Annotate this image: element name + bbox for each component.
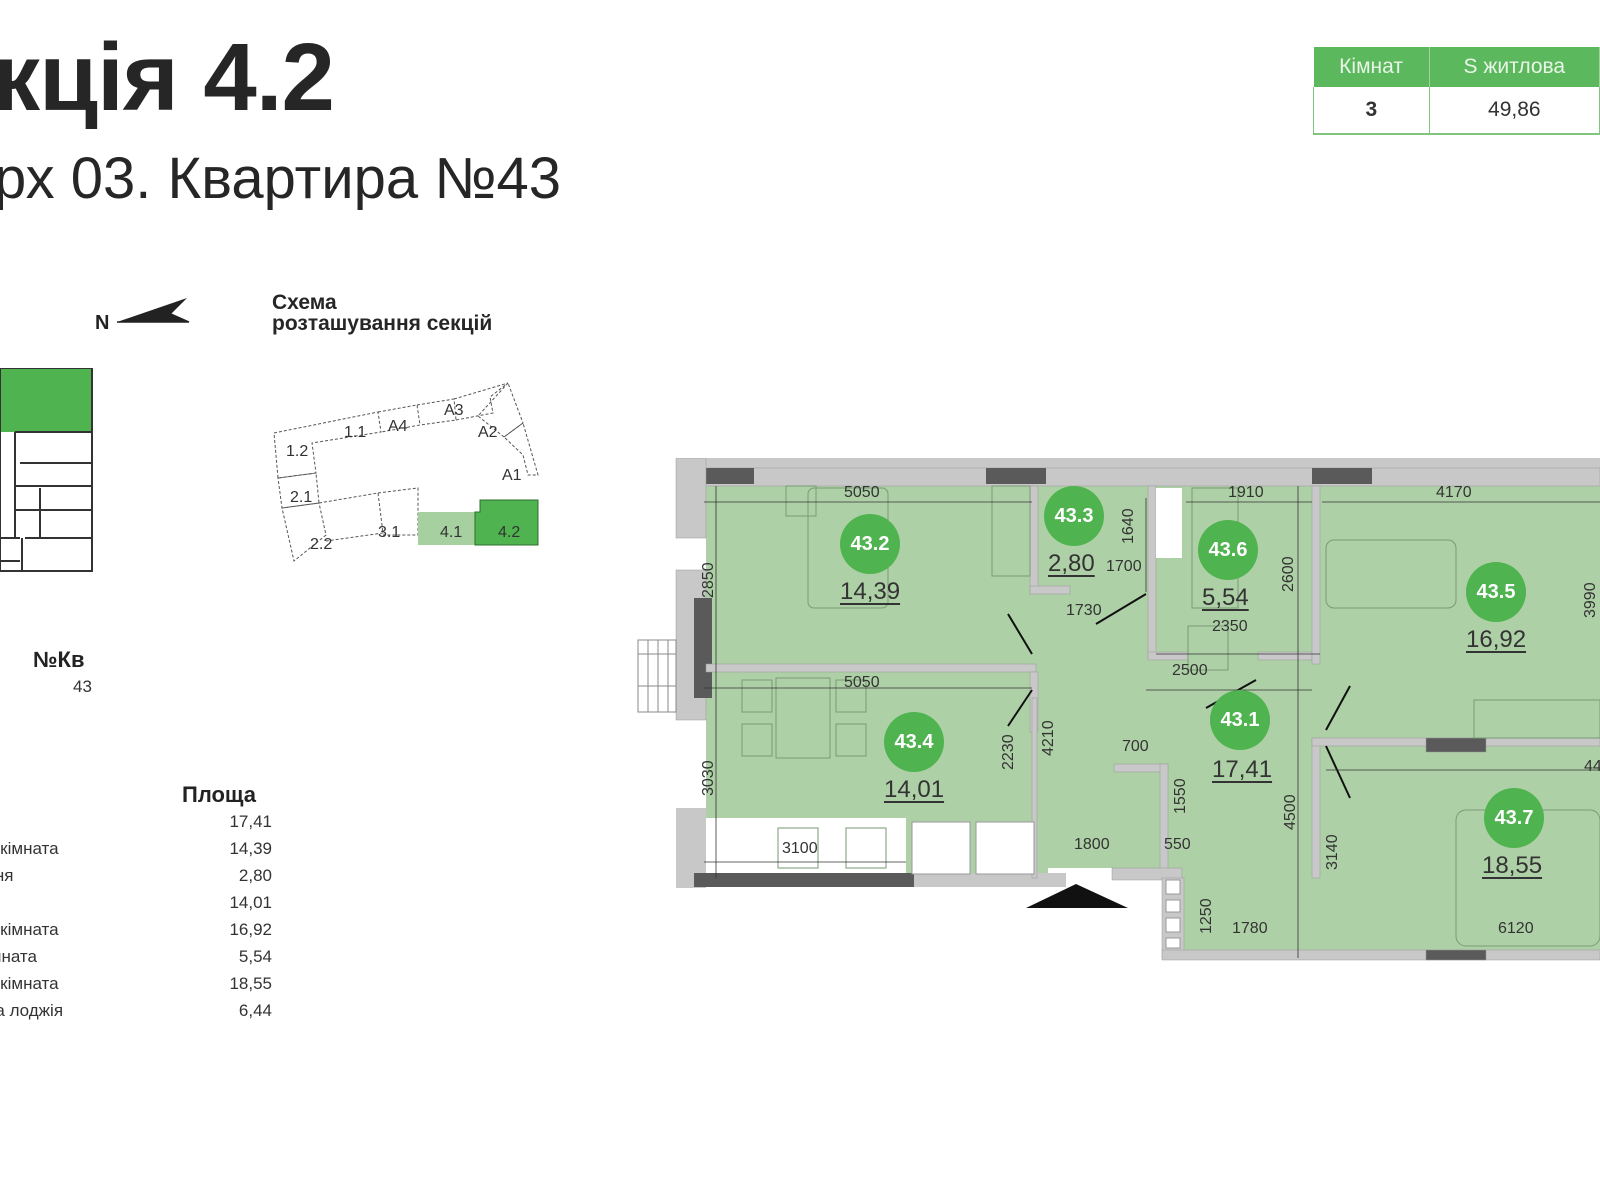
- summary-table: Кімнат S житлова 3 49,86: [1313, 47, 1600, 135]
- room-row: а кімната 18,55: [0, 974, 272, 1001]
- rooms-count-value: 3: [1313, 87, 1430, 135]
- room-name: на лоджія: [0, 1001, 64, 1020]
- rooms-table: р17,41 а кімната 14,39 ьня 2,80 14,01 а кі…: [0, 812, 272, 1028]
- dimension: 700: [1122, 738, 1149, 755]
- floor-plan-drawing: [637, 458, 1600, 961]
- room-name: а кімната: [0, 974, 59, 993]
- floor-apartment-subtitle: рх 03. Квартира №43: [0, 146, 561, 211]
- room-area-43-6: 5,54: [1202, 584, 1249, 611]
- room-badge-43-3: 43.3: [1044, 486, 1104, 546]
- room-badge-43-4: 43.4: [884, 712, 944, 772]
- section-2-1: 2.1: [290, 489, 312, 506]
- dimension: 3990: [1582, 582, 1599, 618]
- room-area: 14,01: [229, 893, 272, 912]
- dimension: 2850: [700, 562, 717, 598]
- section-4-2: 4.2: [498, 524, 520, 541]
- schema-title-line1: Схема: [272, 291, 337, 314]
- floor-plan: 43.2 14,39 43.3 2,80 43.6 5,54 43.5 16,9…: [636, 458, 1600, 978]
- area-column-header: Площа: [182, 782, 257, 807]
- room-name: а кімната: [0, 839, 59, 858]
- room-area: 16,92: [229, 920, 272, 939]
- room-row: імната 5,54: [0, 947, 272, 974]
- dimension: 4210: [1040, 720, 1057, 756]
- dimension: 3030: [700, 760, 717, 796]
- apartment-number-label: №Кв: [33, 647, 85, 672]
- section-1-2: 1.2: [286, 443, 308, 460]
- schema-title-line2: розташування секцій: [272, 312, 493, 335]
- room-area-43-4: 14,01: [884, 776, 945, 803]
- dimension: 5050: [844, 484, 880, 501]
- room-name: ьня: [0, 866, 14, 885]
- dimension: 1730: [1066, 602, 1102, 619]
- room-area-43-2: 14,39: [840, 578, 901, 605]
- room-row: ьня 2,80: [0, 866, 272, 893]
- dimension: 2230: [1000, 734, 1017, 770]
- room-area: 14,39: [229, 839, 272, 858]
- floor-key-plan: [0, 368, 93, 572]
- section-schema-diagram: 1.2 1.1 A4 A3 A2 A1 2.1 2.2 3.1 4.1 4.2: [273, 382, 539, 562]
- room-area-43-7: 18,55: [1482, 852, 1543, 879]
- section-A2: A2: [478, 424, 498, 441]
- section-3-1: 3.1: [378, 524, 400, 541]
- section-4-1: 4.1: [440, 524, 462, 541]
- room-area-43-3: 2,80: [1048, 550, 1095, 577]
- room-badge-43-2: 43.2: [840, 514, 900, 574]
- dimension: 4170: [1436, 484, 1472, 501]
- room-badge-43-5: 43.5: [1466, 562, 1526, 622]
- dimension: 4500: [1282, 794, 1299, 830]
- room-row: а кімната 14,39: [0, 839, 272, 866]
- north-arrow-icon: [117, 298, 190, 323]
- room-area-43-5: 16,92: [1466, 626, 1527, 653]
- dimension: 1640: [1120, 508, 1137, 544]
- dimension: 1800: [1074, 836, 1110, 853]
- dimension: 1910: [1228, 484, 1264, 501]
- dimension: 3140: [1324, 834, 1341, 870]
- room-row: а кімната 16,92: [0, 920, 272, 947]
- rooms-count-header: Кімнат: [1313, 47, 1430, 87]
- apartment-number-value: 43: [73, 677, 92, 696]
- dimension: 1780: [1232, 920, 1268, 937]
- north-label: N: [95, 312, 110, 334]
- dimension: 6120: [1498, 920, 1534, 937]
- section-A4: A4: [388, 418, 408, 435]
- dimension: 550: [1164, 836, 1191, 853]
- room-name: імната: [0, 947, 37, 966]
- section-schema-title: Схема розташування секцій: [272, 292, 492, 334]
- section-A1: A1: [502, 467, 522, 484]
- section-title: кція 4.2: [0, 24, 335, 131]
- section-A3: A3: [444, 402, 464, 419]
- dimension: 1250: [1198, 898, 1215, 934]
- room-row: 14,01: [0, 893, 272, 920]
- room-name: а кімната: [0, 920, 59, 939]
- dimension: 5050: [844, 674, 880, 691]
- room-row: р17,41: [0, 812, 272, 839]
- section-2-2: 2.2: [310, 536, 332, 553]
- living-area-value: 49,86: [1429, 87, 1600, 135]
- dimension: 2600: [1280, 556, 1297, 592]
- room-area-43-1: 17,41: [1212, 756, 1273, 783]
- dimension: 1550: [1172, 778, 1189, 814]
- room-area: 6,44: [238, 1001, 272, 1020]
- room-badge-43-7: 43.7: [1484, 788, 1544, 848]
- dimension: 3100: [782, 840, 818, 857]
- room-badge-43-6: 43.6: [1198, 520, 1258, 580]
- dimension: 1700: [1106, 558, 1142, 575]
- room-area: 2,80: [238, 866, 272, 885]
- room-area: 18,55: [229, 974, 272, 993]
- dimension: 2500: [1172, 662, 1208, 679]
- dimension: 2350: [1212, 618, 1248, 635]
- room-area: 5,54: [238, 947, 272, 966]
- room-row: на лоджія 6,44: [0, 1001, 272, 1028]
- room-badge-43-1: 43.1: [1210, 690, 1270, 750]
- dimension: 44: [1584, 758, 1600, 775]
- living-area-header: S житлова: [1429, 47, 1600, 87]
- section-1-1: 1.1: [344, 424, 366, 441]
- room-area: 17,41: [229, 812, 272, 831]
